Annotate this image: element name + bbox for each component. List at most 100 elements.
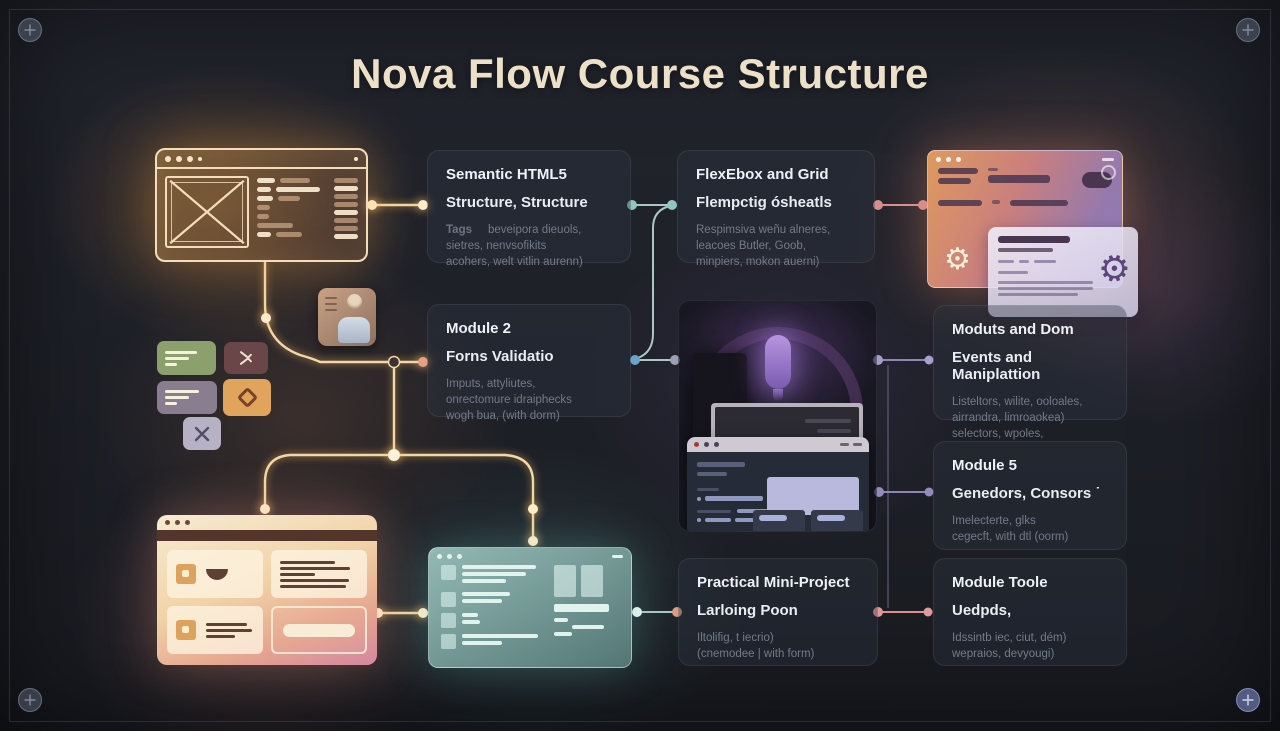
decor-shape [165,520,170,525]
decor-shape [334,210,358,215]
decor-shape [280,566,351,570]
decor-shape [257,178,326,183]
card-body-text: Listeltors, wilite, ooloales, airrandra,… [952,396,1083,441]
decor-shape [165,356,189,360]
window-dots [437,554,462,559]
decor-shape [462,565,536,569]
card-subtitle: Uedpds, [952,602,1012,619]
decor-shape [697,518,701,522]
card-module-2: Module 2 Forns Validatio Imputs, attyliu… [427,304,631,422]
decor-shape [441,565,456,580]
card-title: Practical Mini-Project [697,574,850,591]
plus-circle-icon [1236,18,1260,42]
decor-shape [165,390,199,393]
decor-shape [697,488,719,491]
decor-shape [462,620,480,624]
card-title: Semantic HTML5 [446,166,567,183]
text-tile-icon [157,341,216,375]
browser-mockup-cards [157,515,377,665]
browser-mockup-gradient: ⚙ ⚙ [927,150,1138,317]
decor-shape [462,634,542,649]
decor-shape [165,396,189,399]
code-arrow-icon [224,342,268,374]
card-grid [157,541,377,663]
window-dashes [836,443,862,446]
card-body-text: Imelecterte, glks cegecft, with dtl (oor… [952,515,1069,544]
decor-shape [257,187,326,192]
decor-shape [528,504,538,514]
decor-shape [998,236,1070,243]
decor-shape [1242,24,1254,36]
decor-shape [1010,200,1068,206]
decor-shape [185,520,190,525]
card-title: Module 2 [446,320,512,337]
decor-shape [437,554,442,559]
decor-shape [280,578,349,582]
window-action-dot [354,156,358,161]
card-subtitle: Structure, Structure [446,194,588,211]
decor-shape [257,214,269,219]
decor-shape [418,608,428,618]
decor-shape [447,554,452,559]
navbar-strip [157,530,377,541]
panel-thumbnail [167,550,263,598]
panel-list-item [167,606,263,654]
decor-shape [998,271,1028,274]
decor-shape [581,565,604,597]
decor-shape [325,297,337,311]
decor-shape [998,287,1093,290]
decor-shape [257,205,270,210]
decor-shape [165,402,177,405]
card-body-text: Imputs, attyliutes, onrectomure idraiphe… [446,378,572,423]
decor-shape [169,179,245,245]
decor-shape [936,157,941,162]
decor-shape [24,694,36,706]
thumbnail-column [554,565,619,649]
decor-shape [194,426,210,441]
window-dots [694,442,719,447]
panel-text [271,550,367,598]
avatar-head [347,294,362,309]
decor-shape [236,386,258,409]
connector-pink [878,204,930,613]
decor-shape [276,187,320,192]
decor-shape [257,205,326,210]
decor-shape [462,613,479,617]
card-title: Module 5 [952,457,1018,474]
decor-shape [462,565,542,586]
decor-shape [257,196,326,201]
content-lines [928,196,1122,206]
decor-shape [206,628,252,632]
decor-shape [938,168,978,174]
button-pill [283,623,355,637]
glowing-lamp-icon [765,335,791,401]
connector-purple [878,359,931,608]
panel-button [271,606,367,654]
decor-shape [998,281,1093,284]
decor-shape [175,520,180,525]
decor-shape [334,202,358,207]
moon-shape-icon [206,568,228,580]
decor-shape [157,169,366,255]
decor-shape [704,442,709,447]
decor-shape [325,309,337,311]
decor-shape [462,579,507,583]
decor-shape [554,604,610,612]
decor-shape [988,175,1050,183]
minimize-dash-icon [1102,158,1114,161]
decor-shape [24,24,36,36]
decor-shape [572,625,605,629]
decor-shape [462,572,527,576]
sub-panel [811,510,863,531]
decor-shape [923,607,933,617]
decor-shape [840,443,849,446]
preview-rectangle [767,477,859,515]
card-body-text: Iltolifig, t iecrio) (cnemodee | with fo… [697,632,815,661]
card-subtitle: Genedors, Consors ˙ [952,485,1101,502]
decor-shape [334,234,358,239]
decor-shape [697,496,859,501]
decor-shape [462,641,503,645]
node-dot-junction [387,355,401,369]
decor-shape [462,613,542,628]
